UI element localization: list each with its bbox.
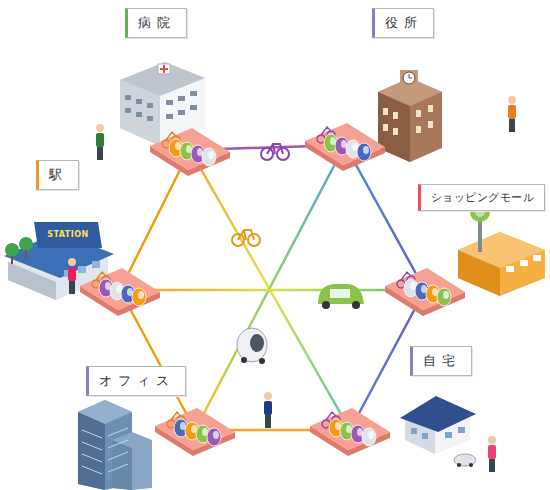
office-building (78, 400, 152, 490)
bike-frame (267, 144, 283, 154)
route-line (120, 290, 195, 430)
platform-top (385, 268, 465, 310)
platform-top (305, 123, 385, 165)
parked-vehicle (132, 288, 146, 306)
parked-vehicle (207, 428, 221, 446)
station-platform (310, 408, 390, 456)
place-name: 役所 (385, 15, 423, 31)
parked-vehicle (357, 143, 371, 161)
person-head (264, 392, 272, 400)
vehicle-window (363, 146, 369, 154)
place-name: 駅 (49, 167, 68, 183)
person-legs (265, 415, 271, 428)
car-wheel (352, 301, 360, 309)
vehicle-window (443, 291, 449, 299)
electric-car (318, 284, 364, 309)
car-window (330, 289, 350, 298)
place-label-card: 病院 (125, 8, 187, 38)
parked-vehicle (362, 428, 376, 446)
station-sign-text: STATION (47, 231, 89, 239)
pod-wheel (259, 358, 265, 364)
bike-frame (238, 230, 254, 240)
personal-mobility-pod (237, 328, 267, 364)
platform-top (150, 128, 230, 170)
moving-vehicles (232, 144, 364, 364)
platform-top (80, 268, 160, 310)
station-building (4, 222, 114, 300)
platform-top (155, 408, 235, 450)
platforms (80, 123, 465, 456)
place-label-card: ショッピングモール (418, 184, 546, 211)
bicycle-icon (261, 144, 289, 160)
pod-wheel (241, 357, 247, 363)
place-name: オフィス (99, 373, 175, 389)
person-legs (69, 281, 75, 294)
station-platform (305, 123, 385, 171)
station-platform (150, 128, 230, 176)
person-body (488, 445, 496, 459)
platform-top (310, 408, 390, 450)
person-body (96, 133, 104, 147)
person-body (264, 401, 272, 415)
station-sign (34, 222, 102, 248)
vehicle-window (138, 291, 144, 299)
place-label-card: 役所 (372, 8, 434, 38)
parked-vehicle (202, 148, 216, 166)
person-figure (488, 436, 496, 472)
station-platform (385, 268, 465, 316)
place-name: ショッピングモール (431, 191, 535, 204)
people (68, 96, 516, 472)
person-body (508, 105, 516, 119)
person-legs (97, 147, 103, 160)
person-body (68, 267, 76, 281)
person-figure (96, 124, 104, 160)
place-name: 自宅 (423, 353, 461, 369)
car-wheel (322, 301, 330, 309)
place-label-card: 駅 (36, 160, 79, 190)
place-name: 病院 (138, 15, 176, 31)
vehicle-window (213, 431, 219, 439)
vehicle-window (208, 151, 214, 159)
station-platform (155, 408, 235, 456)
person-head (96, 124, 104, 132)
bicycle-icon (232, 230, 260, 246)
city-hall-building (378, 70, 442, 162)
route-line (120, 289, 425, 292)
place-label-card: オフィス (86, 366, 186, 396)
parked-vehicle (437, 288, 451, 306)
pod-body (237, 328, 267, 362)
person-figure (508, 96, 516, 132)
person-head (508, 96, 516, 104)
station-platform (80, 268, 160, 316)
route-line (345, 145, 425, 290)
person-head (488, 436, 496, 444)
vehicle-window (368, 431, 374, 439)
home-building (400, 396, 476, 467)
person-figure (264, 392, 272, 428)
route-line (120, 150, 190, 290)
person-legs (509, 119, 515, 132)
place-label-card: 自宅 (410, 346, 472, 376)
person-figure (68, 258, 76, 294)
pod-window (250, 334, 264, 352)
person-head (68, 258, 76, 266)
shopping-mall-building (458, 202, 545, 296)
route-line (195, 145, 345, 430)
car-body (318, 284, 364, 304)
person-legs (489, 459, 495, 472)
